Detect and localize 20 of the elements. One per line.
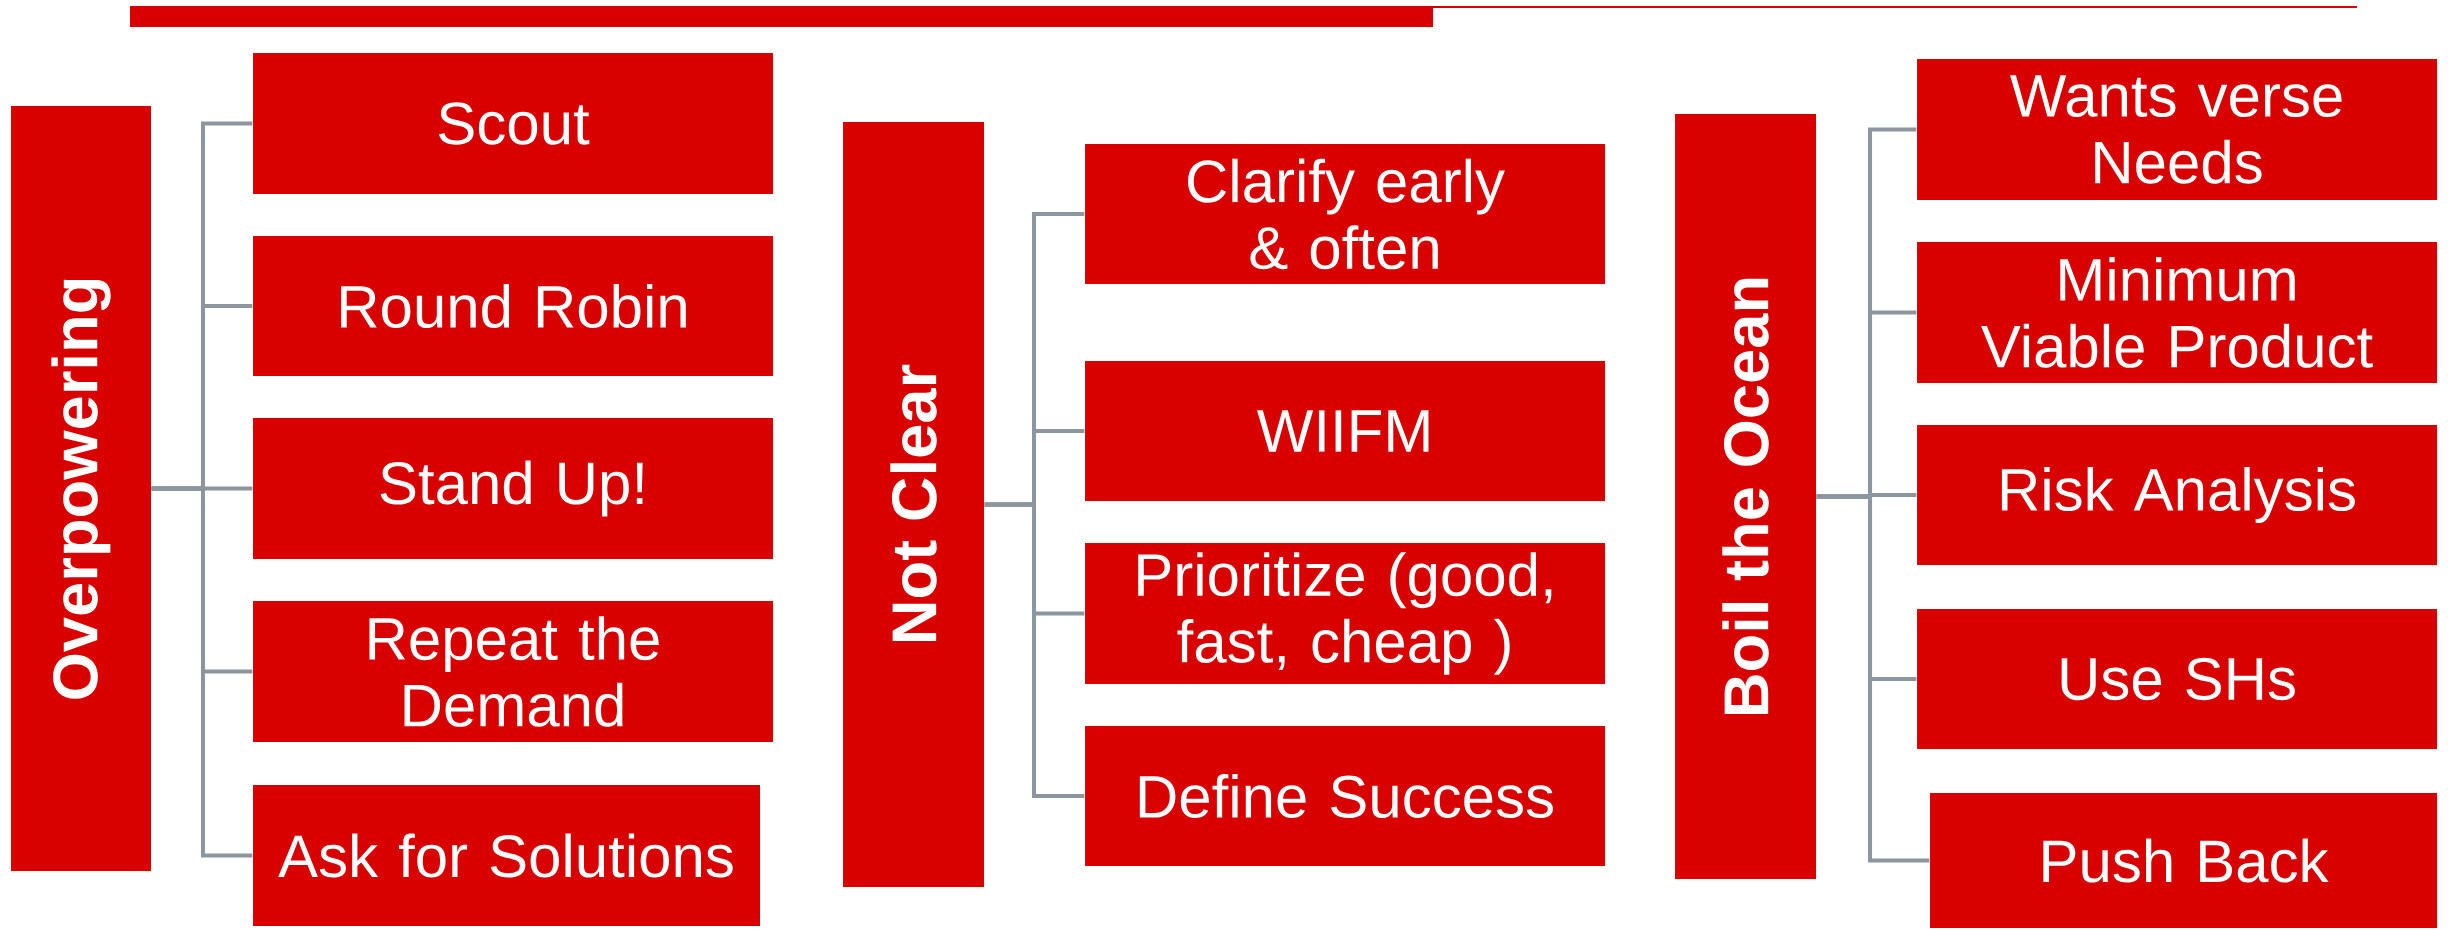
item-box: Push Back: [1930, 793, 2438, 928]
item-box: Stand Up!: [253, 418, 773, 559]
item-box: Define Success: [1085, 726, 1605, 866]
item-box: Ask for Solutions: [253, 785, 760, 926]
item-box: Round Robin: [253, 236, 773, 376]
item-box: WIIFM: [1085, 361, 1605, 501]
item-box: Repeat the Demand: [253, 601, 773, 742]
item-box: Minimum Viable Product: [1917, 242, 2438, 383]
item-box: Clarify early & often: [1085, 144, 1605, 284]
item-box: Prioritize (good, fast, cheap ): [1085, 543, 1605, 684]
item-box: Scout: [253, 53, 773, 194]
bracket-connector: [984, 502, 1085, 798]
category-box: Overpowering: [11, 106, 151, 871]
item-box: Use SHs: [1917, 609, 2438, 749]
category-box: Boil the Ocean: [1675, 114, 1817, 879]
category-box: Not Clear: [843, 122, 984, 887]
item-box: Risk Analysis: [1917, 425, 2438, 565]
bracket-connector: [1816, 494, 1930, 863]
bracket-connector: [151, 486, 253, 858]
item-box: Wants verse Needs: [1917, 59, 2438, 200]
